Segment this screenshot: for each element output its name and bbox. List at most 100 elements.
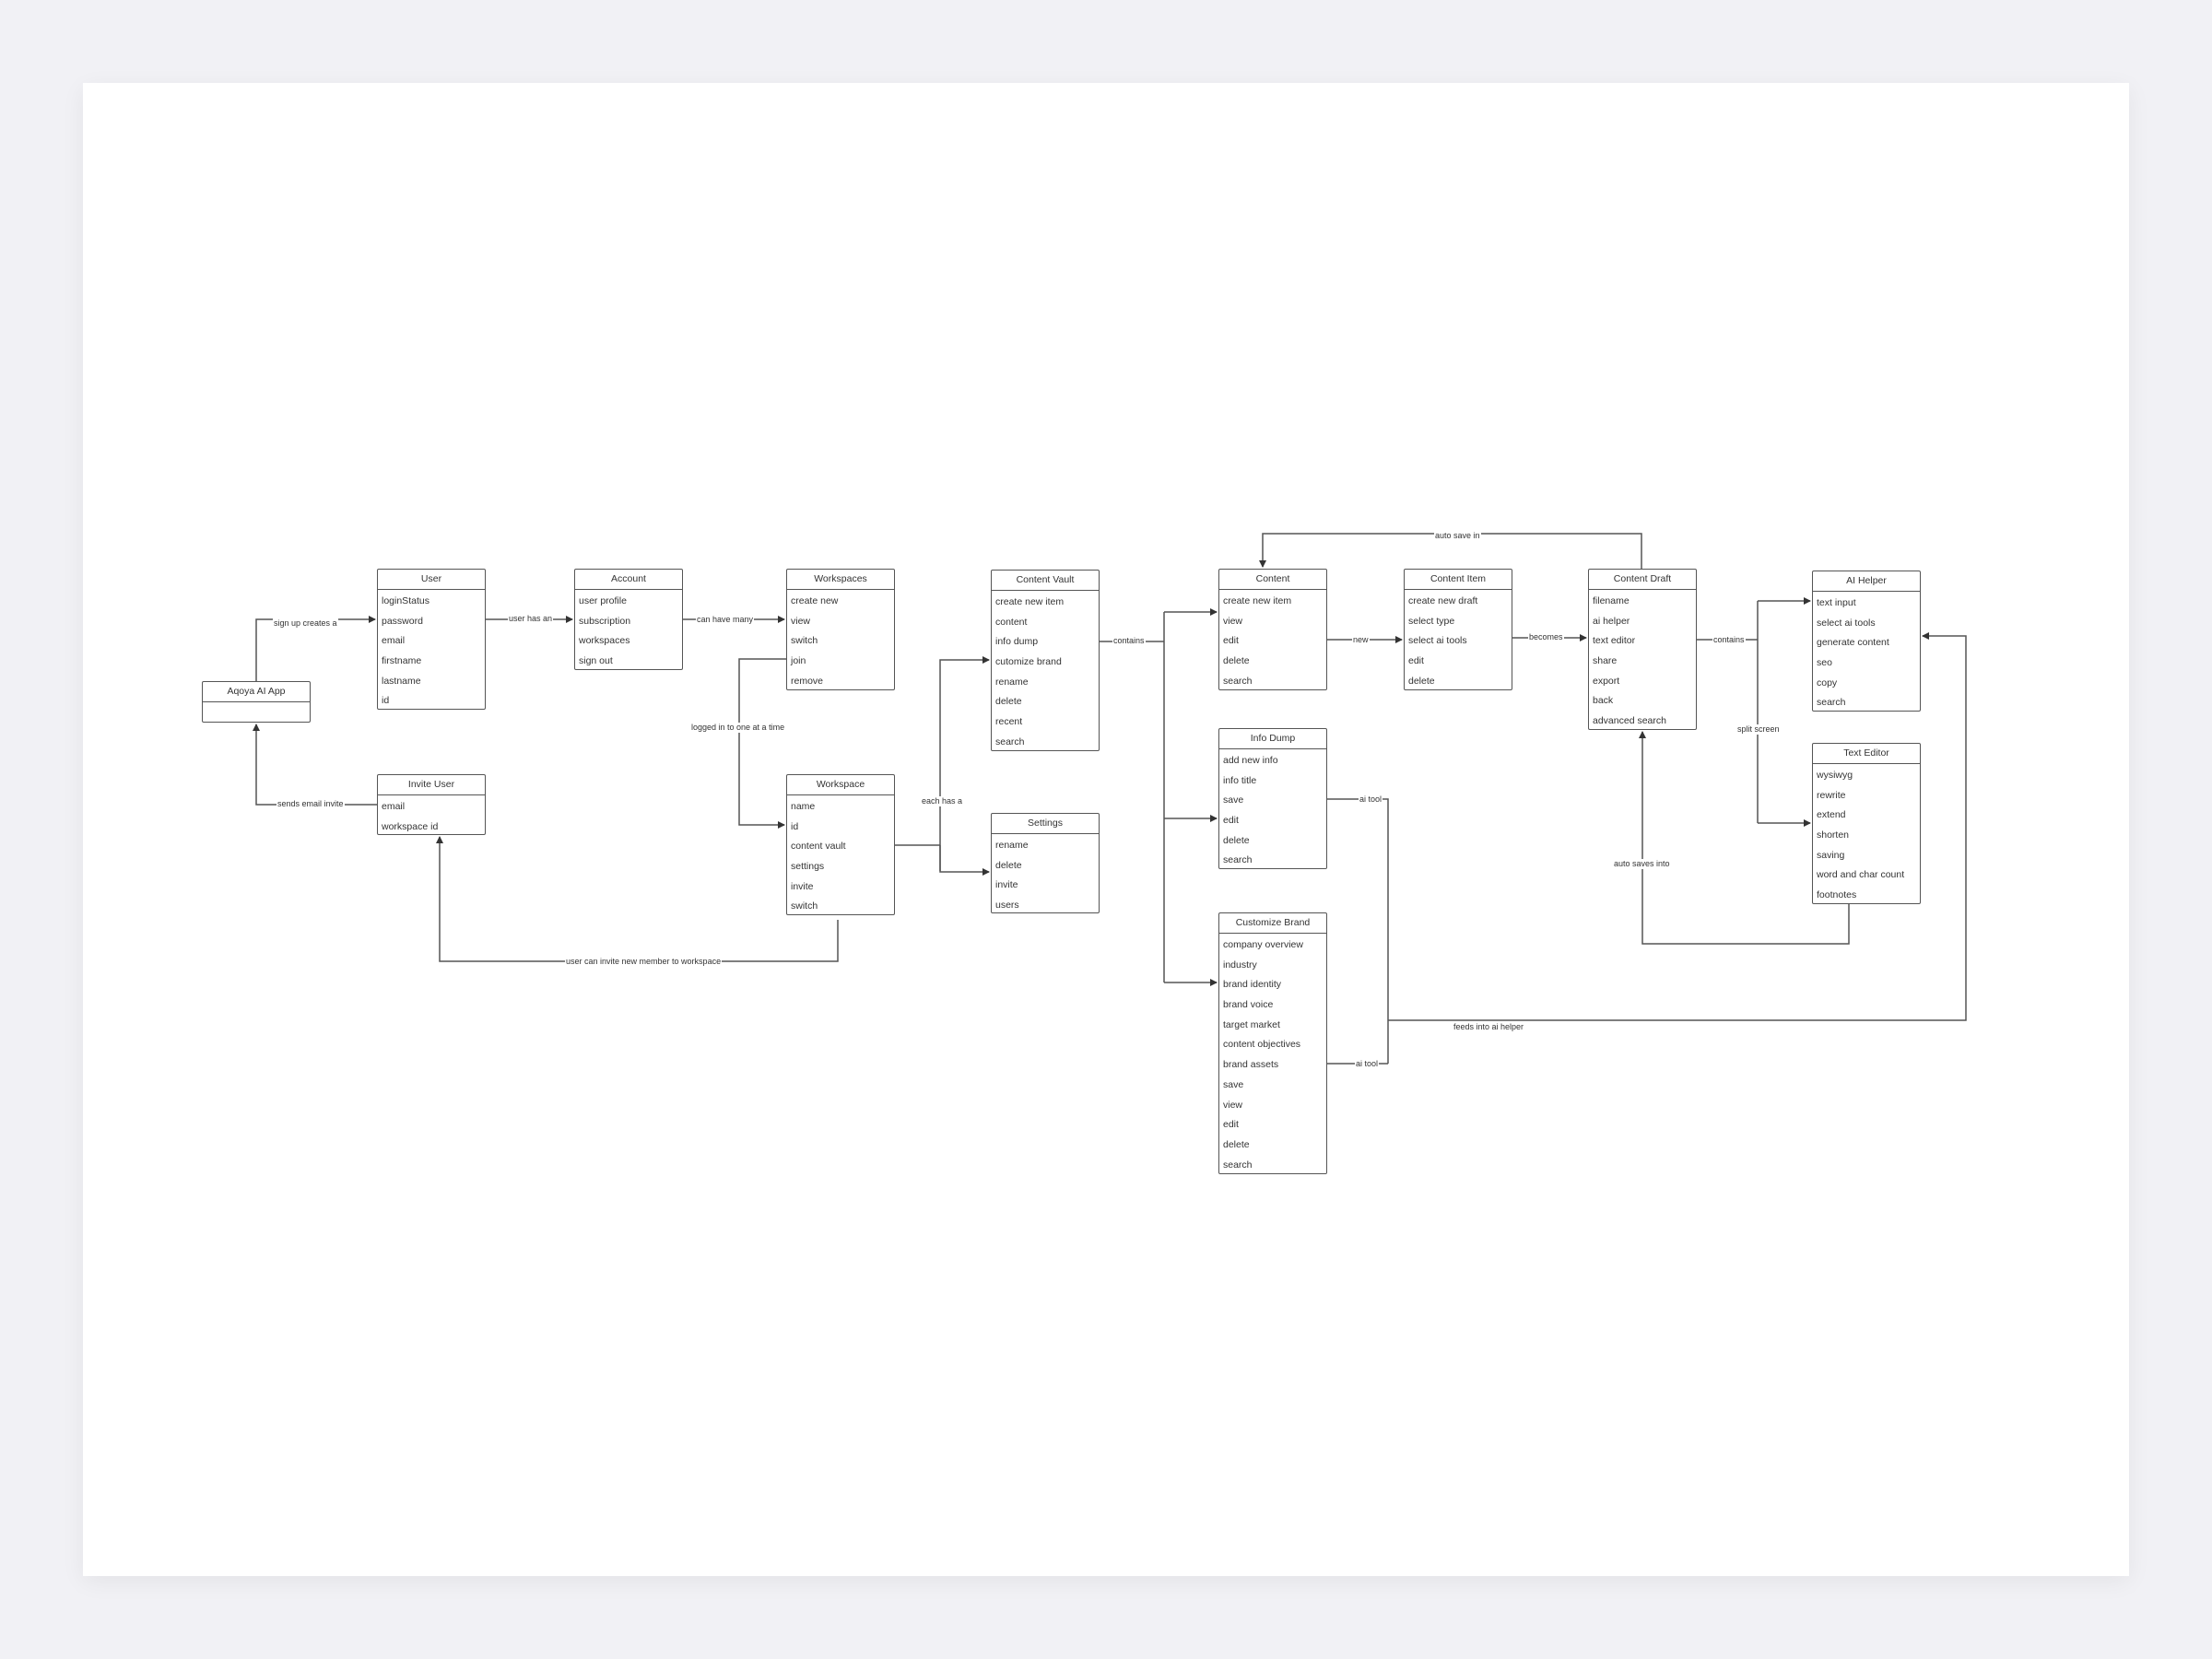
label-user-has-an: user has an [508, 614, 554, 624]
entity-field: email [382, 635, 406, 647]
entity-text-editor[interactable]: Text Editor wysiwyg rewrite extend short… [1812, 743, 1921, 904]
entity-field: save [1223, 794, 1244, 806]
label-logged-in: logged in to one at a time [690, 723, 786, 733]
entity-invite-user[interactable]: Invite User email workspace id [377, 774, 486, 835]
entity-field: select type [1408, 615, 1455, 627]
label-auto-save-in: auto save in [1434, 531, 1481, 541]
entity-field: recent [995, 716, 1023, 728]
entity-field: switch [791, 635, 818, 647]
label-new: new [1352, 635, 1370, 645]
entity-field: select ai tools [1408, 635, 1467, 647]
entity-title: Account [575, 570, 682, 590]
entity-field: text input [1817, 597, 1856, 608]
entity-field: save [1223, 1078, 1244, 1090]
entity-field: create new draft [1408, 595, 1478, 606]
entity-field: select ai tools [1817, 617, 1876, 629]
label-invite-member: user can invite new member to workspace [565, 957, 723, 967]
entity-field: content objectives [1223, 1039, 1301, 1051]
entity-workspace[interactable]: Workspace name id content vault settings… [786, 774, 895, 915]
entity-field: rename [995, 840, 1029, 851]
entity-content-item[interactable]: Content Item create new draft select typ… [1404, 569, 1512, 690]
entity-field: extend [1817, 809, 1846, 821]
entity-field: loginStatus [382, 595, 429, 606]
entity-field: delete [1408, 675, 1435, 687]
entity-field: delete [1223, 834, 1250, 846]
entity-field: name [791, 801, 816, 812]
entity-field: rename [995, 676, 1029, 688]
entity-customize-brand[interactable]: Customize Brand company overview industr… [1218, 912, 1327, 1174]
entity-field: search [1223, 1159, 1253, 1171]
entity-ai-helper[interactable]: AI Helper text input select ai tools gen… [1812, 571, 1921, 712]
label-split-screen: split screen [1736, 724, 1781, 735]
entity-field: search [995, 735, 1025, 747]
entity-title: Settings [992, 814, 1099, 834]
entity-title: Workspaces [787, 570, 894, 590]
entity-user[interactable]: User loginStatus password email firstnam… [377, 569, 486, 710]
entity-field: password [382, 615, 423, 627]
entity-field: user profile [579, 595, 627, 606]
entity-field: info title [1223, 774, 1257, 786]
entity-info-dump[interactable]: Info Dump add new info info title save e… [1218, 728, 1327, 869]
entity-title: Text Editor [1813, 744, 1920, 764]
entity-field: view [791, 615, 811, 627]
entity-title: Customize Brand [1219, 913, 1326, 934]
entity-field: edit [1223, 1119, 1239, 1131]
entity-field: info dump [995, 636, 1039, 648]
entity-field: brand identity [1223, 979, 1282, 991]
entity-content-vault[interactable]: Content Vault create new item content in… [991, 570, 1100, 751]
entity-field: word and char count [1817, 869, 1905, 881]
entity-title: Info Dump [1219, 729, 1326, 749]
label-contains-vault: contains [1112, 636, 1146, 646]
entity-field: subscription [579, 615, 631, 627]
entity-field: lastname [382, 675, 421, 687]
entity-settings[interactable]: Settings rename delete invite users [991, 813, 1100, 913]
entity-field: view [1223, 1099, 1243, 1111]
entity-title: Content [1219, 570, 1326, 590]
entity-content[interactable]: Content create new item view edit delete… [1218, 569, 1327, 690]
entity-title: Content Item [1405, 570, 1512, 590]
entity-field: firstname [382, 655, 422, 667]
entity-field: create new item [995, 596, 1065, 607]
label-ai-tool-brand: ai tool [1355, 1059, 1380, 1069]
entity-field: saving [1817, 849, 1845, 861]
entity-field: email [382, 801, 406, 812]
entity-title: User [378, 570, 485, 590]
label-feeds-into: feeds into ai helper [1453, 1022, 1525, 1032]
entity-field: content [995, 616, 1028, 628]
entity-field: join [791, 655, 806, 667]
label-sends-email: sends email invite [276, 799, 345, 809]
entity-workspaces[interactable]: Workspaces create new view switch join r… [786, 569, 895, 690]
entity-field: delete [1223, 655, 1250, 667]
entity-field: delete [995, 696, 1022, 708]
entity-title: Content Draft [1589, 570, 1696, 590]
label-becomes: becomes [1528, 632, 1564, 642]
label-contains-draft: contains [1712, 635, 1746, 645]
entity-field: seo [1817, 657, 1832, 669]
label-auto-saves-into: auto saves into [1613, 859, 1671, 869]
entity-aqoya-ai-app[interactable]: Aqoya AI App [202, 681, 311, 723]
entity-field: target market [1223, 1018, 1280, 1030]
entity-field: settings [791, 861, 825, 873]
entity-field: search [1223, 675, 1253, 687]
entity-field: remove [791, 675, 824, 687]
entity-field: delete [1223, 1138, 1250, 1150]
label-can-have-many: can have many [696, 615, 755, 625]
entity-field: copy [1817, 677, 1838, 688]
entity-field: back [1593, 695, 1614, 707]
entity-field: generate content [1817, 637, 1889, 649]
entity-field: industry [1223, 959, 1257, 971]
entity-content-draft[interactable]: Content Draft filename ai helper text ed… [1588, 569, 1697, 730]
entity-field: create new item [1223, 595, 1292, 606]
entity-field: filename [1593, 595, 1630, 606]
entity-field: invite [791, 880, 814, 892]
entity-field: switch [791, 900, 818, 912]
entity-account[interactable]: Account user profile subscription worksp… [574, 569, 683, 670]
entity-field: brand voice [1223, 999, 1274, 1011]
label-each-has-a: each has a [921, 796, 964, 806]
entity-field: users [995, 900, 1019, 912]
entity-field: advanced search [1593, 715, 1666, 727]
entity-field: workspaces [579, 635, 630, 647]
entity-field: footnotes [1817, 889, 1857, 901]
entity-title: AI Helper [1813, 571, 1920, 592]
entity-field: text editor [1593, 635, 1636, 647]
